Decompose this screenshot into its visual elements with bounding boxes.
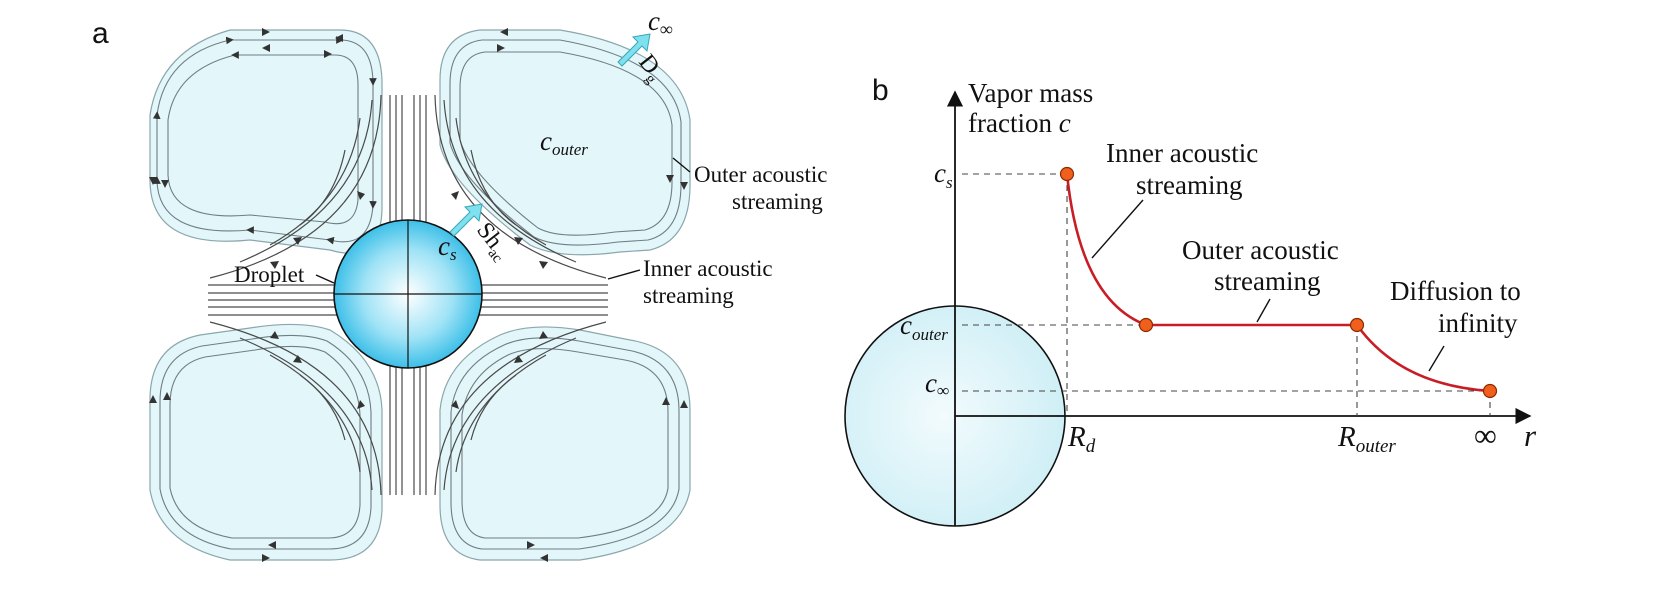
- outer-cell-bottom-right: [439, 326, 691, 561]
- droplet-label: Droplet: [234, 262, 305, 287]
- tick-router: Router: [1337, 421, 1396, 457]
- panel-b-plot: [844, 90, 1532, 527]
- x-axis-label: r: [1524, 418, 1537, 453]
- tick-infinity: ∞: [1474, 417, 1497, 453]
- y-axis-label-2: fraction c: [968, 108, 1071, 138]
- panel-b-label: b: [872, 74, 889, 107]
- c-outer-label: couter: [540, 126, 588, 159]
- tick-cinf: c∞: [925, 368, 949, 400]
- point-router: [1349, 317, 1365, 333]
- dg-flux-arrow: [617, 33, 651, 67]
- inner-streaming-label-1: Inner acoustic: [643, 256, 773, 281]
- outer-streaming-label-1: Outer acoustic: [694, 162, 827, 187]
- point-inner-end: [1138, 317, 1154, 333]
- y-axis-label-1: Vapor mass: [968, 78, 1093, 108]
- cs-label: cs: [438, 231, 457, 264]
- tick-rd: Rd: [1067, 421, 1096, 457]
- panel-a-streaming-diagram: [149, 28, 691, 562]
- outer-cell-top-left: [149, 29, 383, 254]
- inner-streamline-arrowheads: [270, 191, 548, 409]
- point-cs: [1059, 166, 1075, 182]
- outer-cell-bottom-left: [149, 323, 383, 561]
- b-inner-label-1: Inner acoustic: [1106, 138, 1258, 168]
- inner-streaming-label-2: streaming: [643, 283, 734, 308]
- panel-a-label: a: [92, 17, 109, 50]
- b-inner-label-2: streaming: [1136, 170, 1242, 200]
- b-outer-label-1: Outer acoustic: [1182, 235, 1339, 265]
- tick-cs: cs: [934, 158, 953, 192]
- b-diffusion-label-1: Diffusion to: [1390, 276, 1521, 306]
- sh-flux-arrow: [449, 203, 483, 237]
- outer-cell-top-right: [439, 29, 691, 256]
- outer-streaming-label-2: streaming: [732, 189, 823, 214]
- tick-couter: couter: [900, 310, 948, 344]
- b-outer-label-2: streaming: [1214, 266, 1320, 296]
- point-infinity: [1482, 383, 1498, 399]
- b-diffusion-label-2: infinity: [1438, 308, 1518, 338]
- c-infinity-label: c∞: [648, 6, 673, 39]
- outer-cell-arrowheads: [149, 28, 688, 562]
